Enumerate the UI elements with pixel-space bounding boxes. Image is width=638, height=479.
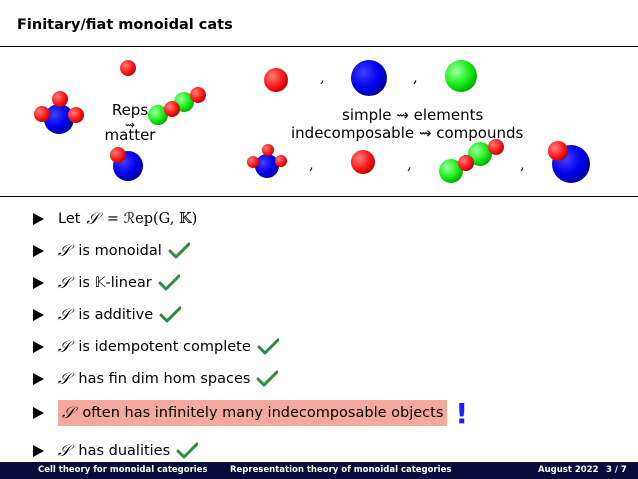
title-rule xyxy=(0,46,638,47)
molecule-left-bottom xyxy=(110,147,143,181)
simple-squiggle: ⇝ xyxy=(396,106,409,124)
bullet-item: 𝒮 has dualities xyxy=(33,439,199,463)
comma: , xyxy=(407,155,412,173)
checkmark-icon xyxy=(257,338,279,355)
comma: , xyxy=(413,68,418,86)
bullet-text: is 𝕂-linear xyxy=(78,275,152,291)
exclamation-mark: ! xyxy=(455,396,469,430)
indecomposable-compounds-line: indecomposable ⇝ compounds xyxy=(291,124,523,142)
bullet-triangle-icon xyxy=(33,245,44,257)
footer-bar: Cell theory for monoidal categories Repr… xyxy=(0,462,638,479)
category-symbol: 𝒮 xyxy=(86,209,99,228)
reps-label: Reps xyxy=(111,101,149,119)
comma: , xyxy=(520,155,525,173)
matter-label: matter xyxy=(104,126,156,144)
comma: , xyxy=(320,68,325,86)
category-symbol: 𝒮 xyxy=(58,337,71,356)
compound-blue xyxy=(548,141,590,183)
bullet-lead-text: Let xyxy=(58,211,81,227)
simple-label: simple xyxy=(342,106,392,124)
category-symbol: 𝒮 xyxy=(58,369,71,388)
molecule-left-water xyxy=(34,91,84,134)
atom-figure xyxy=(34,60,590,183)
bullet-item: 𝒮 is 𝕂-linear xyxy=(33,271,180,295)
compound-chain xyxy=(439,139,504,183)
molecule-left-chain xyxy=(148,87,206,125)
category-symbol: 𝒮 xyxy=(62,403,75,422)
bullet-triangle-icon xyxy=(33,213,44,225)
element-blue xyxy=(351,60,387,96)
compound-water xyxy=(247,144,287,178)
bullet-text: has fin dim hom spaces xyxy=(78,371,251,387)
category-symbol: 𝒮 xyxy=(58,273,71,292)
bullet-triangle-icon xyxy=(33,407,44,419)
bullet-text: often has infinitely many indecomposable… xyxy=(82,405,444,421)
bullet-item: 𝒮 is monoidal xyxy=(33,239,190,263)
bullet-triangle-icon xyxy=(33,341,44,353)
category-symbol: 𝒮 xyxy=(58,305,71,324)
atom-left-red-small xyxy=(120,60,136,76)
bullet-text: has dualities xyxy=(78,443,171,459)
bullet-item: 𝒮 has fin dim hom spaces xyxy=(33,367,279,391)
compounds-label: compounds xyxy=(436,124,524,142)
indecomposable-label: indecomposable xyxy=(291,124,415,142)
simple-elements-line: simple ⇝ elements xyxy=(342,106,483,124)
bullet-triangle-icon xyxy=(33,309,44,321)
bullet-text: is monoidal xyxy=(78,243,162,259)
category-symbol: 𝒮 xyxy=(58,241,71,260)
bullet-text: is idempotent complete xyxy=(78,339,251,355)
frame-title: Finitary/fiat monoidal cats xyxy=(17,17,233,33)
reps-matter-squiggle: ⇝ xyxy=(124,118,136,132)
indecomposable-squiggle: ⇝ xyxy=(418,124,432,142)
bullet-text: = ℛep(G, 𝕂) xyxy=(106,211,198,227)
element-green xyxy=(445,60,477,92)
checkmark-icon xyxy=(168,242,190,259)
comma: , xyxy=(309,155,314,173)
bullet-item: 𝒮 is additive xyxy=(33,303,182,327)
elements-label: elements xyxy=(413,106,484,124)
bullet-triangle-icon xyxy=(33,373,44,385)
footer-section-title: Representation theory of monoidal catego… xyxy=(230,465,452,475)
bullet-text: is additive xyxy=(78,307,154,323)
category-symbol: 𝒮 xyxy=(58,441,71,460)
footer-date: August 2022 xyxy=(538,465,599,475)
bullet-triangle-icon xyxy=(33,445,44,457)
bullet-item: 𝒮 is idempotent complete xyxy=(33,335,279,359)
highlight-box: 𝒮 often has infinitely many indecomposab… xyxy=(58,400,448,426)
compound-red xyxy=(351,150,375,174)
bullet-triangle-icon xyxy=(33,277,44,289)
element-red xyxy=(264,68,288,92)
checkmark-icon xyxy=(256,370,279,387)
checkmark-icon xyxy=(159,306,182,323)
footer-page-number: 3 / 7 xyxy=(606,465,627,475)
bullet-item: Let 𝒮 = ℛep(G, 𝕂) xyxy=(33,207,197,231)
footer-talk-title: Cell theory for monoidal categories xyxy=(38,465,208,475)
bullet-item-highlighted: 𝒮 often has infinitely many indecomposab… xyxy=(33,397,468,430)
section-rule xyxy=(0,196,638,197)
checkmark-icon xyxy=(176,442,199,459)
checkmark-icon xyxy=(158,274,180,291)
